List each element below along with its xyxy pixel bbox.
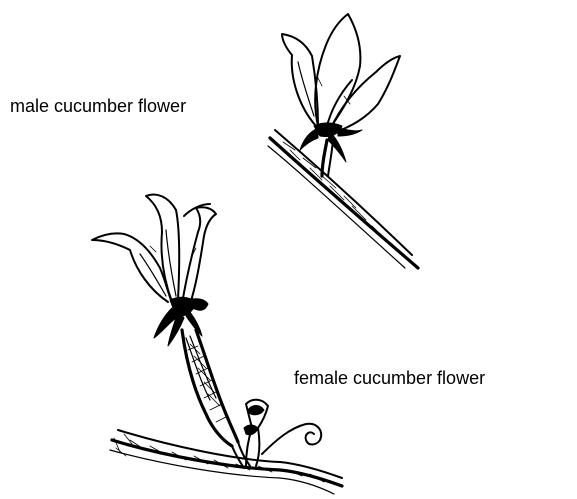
male-flower-label: male cucumber flower (10, 96, 186, 117)
female-flower-ovary (182, 330, 238, 446)
male-flower-stalk (322, 140, 327, 176)
male-flower-petals (282, 14, 400, 132)
male-flower-drawing (268, 14, 418, 268)
female-flower-label: female cucumber flower (294, 368, 485, 389)
female-flower-drawing (92, 195, 342, 494)
female-flower-petals (92, 195, 216, 304)
male-flower-stem (268, 130, 418, 268)
female-flower-bud (244, 400, 268, 466)
female-flower-vine (110, 430, 342, 494)
female-flower-tendril (262, 424, 321, 454)
